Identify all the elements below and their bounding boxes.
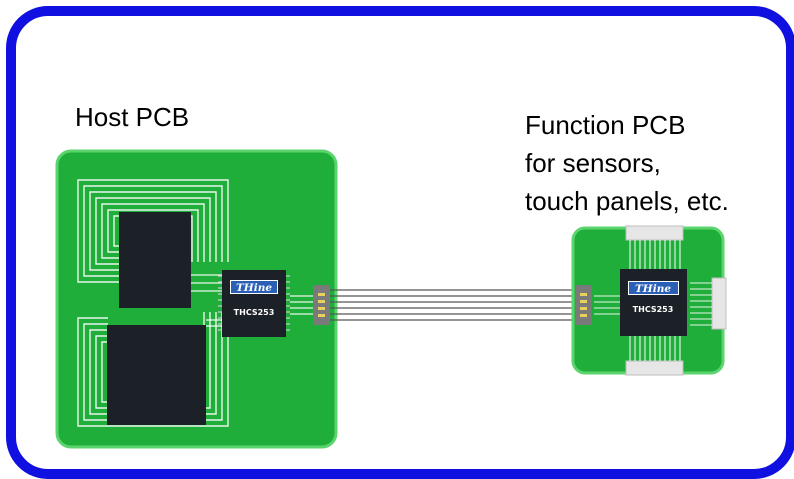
function-pcb: THine THCS253: [571, 225, 727, 376]
function-chip-brand: THine: [635, 283, 671, 295]
host-component-upper: [119, 212, 191, 308]
host-pcb-label: Host PCB: [75, 102, 190, 132]
flex-cable: [330, 289, 575, 321]
function-connector: [575, 285, 592, 325]
host-upper-traces: [77, 179, 229, 283]
function-bottom-connector: [625, 360, 684, 376]
host-pcb: THine THCS253: [55, 149, 338, 449]
host-chip-brand: THine: [236, 282, 272, 294]
function-chip-part: THCS253: [633, 305, 674, 314]
function-top-connector: [625, 225, 684, 241]
host-chip-part: THCS253: [234, 308, 275, 317]
host-component-lower: [107, 325, 206, 425]
host-connector: [313, 285, 330, 325]
function-pcb-label-line1: Function PCB: [525, 110, 686, 140]
function-right-connector: [711, 277, 727, 330]
host-chip-traces: [190, 274, 222, 327]
function-chip: THine THCS253: [620, 269, 687, 336]
function-pcb-label-line3: touch panels, etc.: [525, 186, 729, 216]
function-pcb-label-line2: for sensors,: [525, 148, 661, 178]
host-chip: THine THCS253: [218, 270, 290, 337]
